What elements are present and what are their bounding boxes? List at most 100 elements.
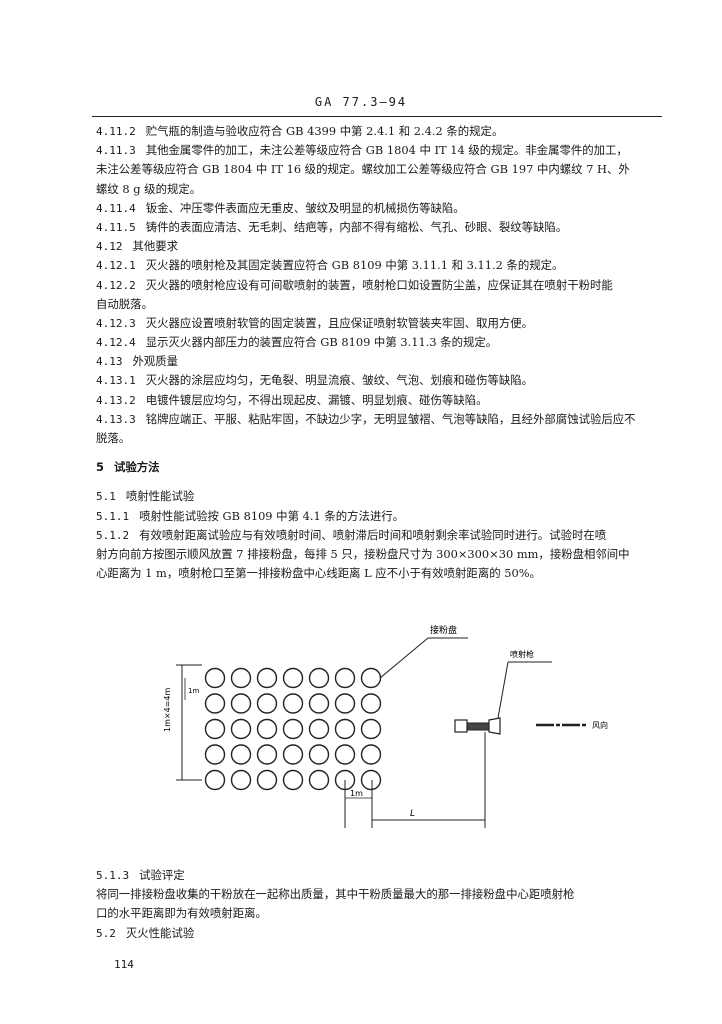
tray-circle	[204, 667, 226, 689]
dimension-L-label: L	[410, 809, 415, 819]
clause-text: 外观质量	[132, 354, 179, 369]
tray-leader-line	[379, 637, 429, 679]
tray-circle	[282, 769, 304, 791]
clause-text: 脱落。	[96, 431, 131, 445]
clause-number: 5.1.2	[96, 528, 130, 542]
clause-text: 自动脱落。	[96, 296, 153, 311]
tray-circle	[334, 744, 356, 765]
tray-circle	[360, 744, 382, 765]
tray-circle	[282, 744, 304, 765]
tray-circle	[334, 667, 356, 689]
tray-circle	[282, 718, 304, 740]
tray-circle	[308, 667, 330, 689]
clause-text: 灭火性能试验	[125, 925, 195, 940]
tray-circle	[360, 718, 382, 740]
tray-circle	[204, 718, 226, 740]
clause-text: 电镀件镀层应均匀，不得出现起皮、漏镀、明显划痕、碰伤等缺陷。	[145, 392, 488, 407]
gun-label: 喷射枪	[510, 649, 534, 659]
clause-number: 5.2	[96, 926, 116, 940]
text-line: 螺纹 8 g 级的规定。	[96, 180, 662, 199]
figure-svg: 接粉盘 1m×4=4m 1m 1m L 喷射枪	[163, 624, 608, 828]
clause-text: 螺纹 8 g 级的规定。	[96, 181, 202, 196]
text-line: 未注公差等级应符合 GB 1804 中 IT 16 级的规定。螺纹加工公差等级应…	[96, 160, 662, 179]
text-line: 射方向前方按图示顺风放置 7 排接粉盘，每排 5 只，接粉盘尺寸为 300×30…	[96, 545, 662, 564]
clause-number: 4.11.4	[96, 201, 136, 215]
tray-circle	[230, 769, 252, 791]
clause-number: 4.13.2	[96, 393, 136, 407]
clause-text: 心距离为 1 m，喷射枪口至第一排接粉盘中心线距离 L 应不小于有效喷射距离的 …	[96, 566, 541, 581]
clause-text: 有效喷射距离试验应与有效喷射时间、喷射滞后时间和喷射剩余率试验同时进行。试验时在…	[139, 527, 607, 542]
tray-circle	[204, 744, 226, 765]
tray-circle	[308, 693, 330, 714]
text-line: 4.13.2 电镀件镀层应均匀，不得出现起皮、漏镀、明显划痕、碰伤等缺陷。	[96, 391, 662, 410]
header-rule	[92, 116, 662, 117]
text-line: 口的水平距离即为有效喷射距离。	[96, 904, 662, 923]
tray-circle	[230, 667, 252, 689]
tray-circle	[308, 744, 330, 765]
page-header: GA 77.3—94	[314, 95, 408, 109]
clause-text: 灭火器的喷射枪应设有可间歇喷射的装置，喷射枪口如设置防尘盖，应保证其在喷射干粉时…	[145, 277, 613, 292]
section-title: 试验方法	[113, 460, 160, 475]
clause-number: 4.12.1	[96, 259, 136, 273]
tray-circle	[282, 693, 304, 714]
tray-circle	[282, 667, 304, 689]
clause-text: 铸件的表面应清洁、无毛刺、结疤等，内部不得有缩松、气孔、砂眼、裂纹等缺陷。	[145, 219, 568, 234]
tray-circle	[256, 744, 278, 765]
tray-circle	[256, 667, 278, 689]
dimension-4m-label: 1m×4=4m	[163, 688, 172, 732]
clause-number: 4.11.3	[96, 144, 136, 158]
text-line: 4.11.3 其他金属零件的加工，未注公差等级应符合 GB 1804 中 IT 1…	[96, 141, 662, 160]
document-body: 4.11.2 贮气瓶的制造与验收应符合 GB 4399 中第 2.4.1 和 2.…	[96, 122, 662, 583]
wind-label: 风向	[592, 720, 608, 730]
clause-text: 铭牌应端正、平服、粘贴牢固，不缺边少字，无明显皱褶、气泡等缺陷，且经外部腐蚀试验…	[145, 411, 636, 426]
tray-circle	[204, 693, 226, 714]
clause-text: 其他要求	[132, 239, 179, 254]
tray-grid	[204, 667, 382, 791]
text-line: 4.13.3 铭牌应端正、平服、粘贴牢固，不缺边少字，无明显皱褶、气泡等缺陷，且经…	[96, 410, 662, 429]
dimension-1m-vertical: 1m	[188, 687, 199, 695]
clause-text: 未注公差等级应符合 GB 1804 中 IT 16 级的规定。螺纹加工公差等级应…	[96, 162, 630, 177]
clause-number: 4.11.2	[96, 125, 136, 138]
tray-circle	[256, 693, 278, 714]
clause-number: 4.12.3	[96, 316, 136, 330]
text-line: 4.12.2 灭火器的喷射枪应设有可间歇喷射的装置，喷射枪口如设置防尘盖，应保证其…	[96, 276, 662, 295]
text-line: 将同一排接粉盘收集的干粉放在一起称出质量，其中干粉质量最大的那一排接粉盘中心距喷…	[96, 885, 662, 904]
text-line: 5.1.2 有效喷射距离试验应与有效喷射时间、喷射滞后时间和喷射剩余率试验同时进行…	[96, 526, 662, 545]
clause-text: 灭火器应设置喷射软管的固定装置，且应保证喷射软管装夹牢固、取用方便。	[145, 315, 534, 330]
tray-circle	[230, 744, 252, 765]
clause-number: 4.11.5	[96, 220, 136, 234]
clause-number: 4.13.1	[96, 374, 136, 388]
page-number: 114	[114, 958, 134, 971]
clause-text: 贮气瓶的制造与验收应符合 GB 4399 中第 2.4.1 和 2.4.2 条的…	[145, 124, 504, 138]
tray-circle	[360, 667, 382, 689]
clause-number: 5.1.3	[96, 869, 130, 882]
tray-circle	[334, 718, 356, 740]
text-line: 自动脱落。	[96, 295, 662, 314]
clause-text: 灭火器的涂层应均匀，无龟裂、明显流痕、皱纹、气泡、划痕和碰伤等缺陷。	[145, 373, 534, 388]
text-line: 4.11.4 钣金、冲压零件表面应无重皮、皱纹及明显的机械损伤等缺陷。	[96, 199, 662, 218]
tray-circle	[256, 769, 278, 791]
requirements-block: 4.11.2 贮气瓶的制造与验收应符合 GB 4399 中第 2.4.1 和 2.…	[96, 122, 662, 448]
clause-number: 4.12.2	[96, 278, 136, 292]
clause-text: 显示灭火器内部压力的装置应符合 GB 8109 中第 3.11.3 条的规定。	[145, 335, 498, 350]
clause-text: 钣金、冲压零件表面应无重皮、皱纹及明显的机械损伤等缺陷。	[145, 200, 465, 215]
spray-gun-icon	[454, 717, 501, 735]
text-line: 4.11.2 贮气瓶的制造与验收应符合 GB 4399 中第 2.4.1 和 2.…	[96, 122, 662, 141]
gun-leader-line	[497, 661, 509, 719]
clause-text: 喷射性能试验按 GB 8109 中第 4.1 条的方法进行。	[139, 508, 405, 523]
clause-number: 4.12	[96, 240, 123, 254]
clause-number: 4.13.3	[96, 412, 136, 426]
clause-number: 5.1	[96, 490, 116, 504]
text-line: 脱落。	[96, 429, 662, 448]
clause-text: 其他金属零件的加工，未注公差等级应符合 GB 1804 中 IT 14 级的规定…	[145, 143, 628, 158]
text-line: 4.12 其他要求	[96, 237, 662, 256]
tray-circle	[360, 769, 382, 791]
